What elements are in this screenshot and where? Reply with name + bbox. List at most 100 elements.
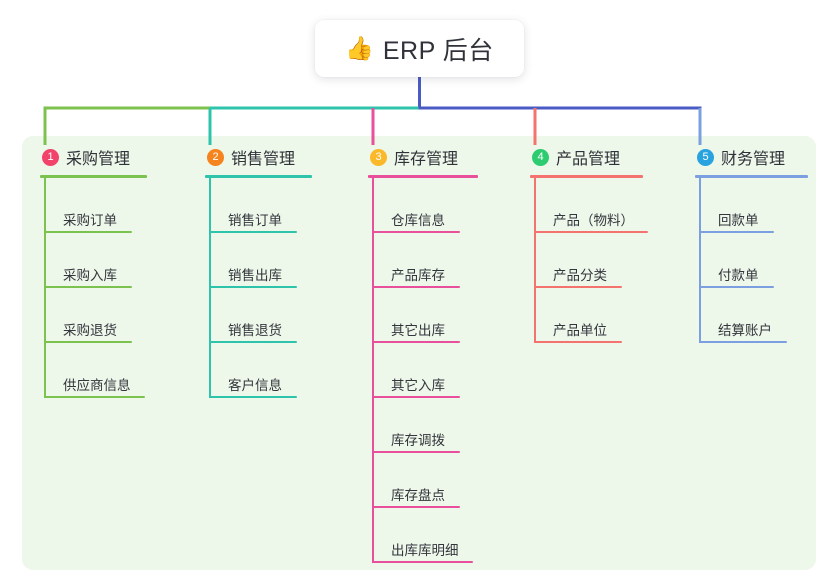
branch-item-underline bbox=[44, 341, 132, 343]
branch-item[interactable]: 产品单位 bbox=[530, 288, 643, 343]
branch-spine bbox=[534, 178, 536, 343]
branch-item[interactable]: 采购订单 bbox=[40, 178, 147, 233]
branch-item-label: 产品分类 bbox=[553, 268, 607, 283]
root-node[interactable]: 👍 ERP 后台 bbox=[315, 20, 524, 77]
branch-item[interactable]: 其它出库 bbox=[368, 288, 478, 343]
branch-item-list: 产品（物料） 产品分类产品单位 bbox=[530, 178, 648, 343]
branch-header-4[interactable]: 4 产品管理 bbox=[530, 144, 643, 170]
branch-column-4: 4 产品管理产品（物料） 产品分类产品单位 bbox=[530, 144, 648, 343]
branch-item[interactable]: 产品分类 bbox=[530, 233, 643, 288]
branch-item-underline bbox=[699, 341, 787, 343]
branch-item[interactable]: 仓库信息 bbox=[368, 178, 478, 233]
root-title: ERP 后台 bbox=[382, 36, 494, 65]
branch-item-list: 回款单付款单结算账户 bbox=[695, 178, 808, 343]
branch-underline bbox=[530, 175, 643, 178]
branch-badge-5: 5 bbox=[697, 148, 714, 166]
branch-title: 产品管理 bbox=[556, 151, 621, 168]
branch-item-underline bbox=[699, 286, 774, 288]
branch-column-1: 1 采购管理采购订单采购入库采购退货供应商信息 bbox=[40, 144, 147, 398]
branch-item-underline bbox=[372, 231, 460, 233]
branch-spine bbox=[372, 178, 374, 563]
branch-item-underline bbox=[209, 231, 297, 233]
branch-item[interactable]: 出库库明细 bbox=[368, 508, 478, 563]
branch-item[interactable]: 销售退货 bbox=[205, 288, 312, 343]
branch-item[interactable]: 库存盘点 bbox=[368, 453, 478, 508]
branch-item-label: 出库库明细 bbox=[391, 543, 459, 558]
branch-item-label: 产品库存 bbox=[391, 268, 445, 283]
branch-badge-4: 4 bbox=[532, 148, 549, 166]
branch-item-underline bbox=[209, 286, 297, 288]
branch-item-label: 库存盘点 bbox=[391, 488, 445, 503]
branch-item-label: 供应商信息 bbox=[63, 378, 131, 393]
branch-item-underline bbox=[44, 231, 132, 233]
branch-badge-2: 2 bbox=[207, 148, 224, 166]
branch-item[interactable]: 其它入库 bbox=[368, 343, 478, 398]
branch-header-5[interactable]: 5 财务管理 bbox=[695, 144, 808, 170]
branch-underline bbox=[695, 175, 808, 178]
branch-item-label: 采购退货 bbox=[63, 323, 117, 338]
branch-item[interactable]: 供应商信息 bbox=[40, 343, 147, 398]
branch-item[interactable]: 产品（物料） bbox=[530, 178, 648, 233]
branch-item-label: 客户信息 bbox=[228, 378, 282, 393]
branch-title: 销售管理 bbox=[231, 151, 296, 168]
branch-header-1[interactable]: 1 采购管理 bbox=[40, 144, 147, 170]
branch-item-underline bbox=[372, 341, 460, 343]
branch-item-underline bbox=[372, 451, 460, 453]
branch-item-label: 其它入库 bbox=[391, 378, 445, 393]
branch-column-2: 2 销售管理销售订单销售出库销售退货客户信息 bbox=[205, 144, 312, 398]
branch-title: 采购管理 bbox=[66, 151, 131, 168]
branch-item[interactable]: 客户信息 bbox=[205, 343, 312, 398]
branch-item-underline bbox=[44, 286, 132, 288]
branch-item-underline bbox=[534, 231, 648, 233]
branch-item-label: 仓库信息 bbox=[391, 213, 445, 228]
branch-item-label: 销售出库 bbox=[228, 268, 282, 283]
branch-item-underline bbox=[372, 286, 460, 288]
branch-item-label: 其它出库 bbox=[391, 323, 445, 338]
branch-item-label: 采购订单 bbox=[63, 213, 117, 228]
branch-spine bbox=[44, 178, 46, 398]
branch-item-underline bbox=[372, 506, 460, 508]
branch-badge-1: 1 bbox=[42, 148, 59, 166]
branch-item-label: 回款单 bbox=[718, 213, 759, 228]
branch-item[interactable]: 回款单 bbox=[695, 178, 808, 233]
branch-item[interactable]: 销售订单 bbox=[205, 178, 312, 233]
branch-item-list: 仓库信息产品库存其它出库其它入库库存调拨库存盘点出库库明细 bbox=[368, 178, 478, 563]
branch-item[interactable]: 付款单 bbox=[695, 233, 808, 288]
branch-item[interactable]: 销售出库 bbox=[205, 233, 312, 288]
branch-item[interactable]: 产品库存 bbox=[368, 233, 478, 288]
branch-item-list: 销售订单销售出库销售退货客户信息 bbox=[205, 178, 312, 398]
branch-item-label: 产品单位 bbox=[553, 323, 607, 338]
branch-item-underline bbox=[209, 341, 297, 343]
branch-item-label: 销售订单 bbox=[228, 213, 282, 228]
branch-item-underline bbox=[44, 396, 145, 398]
branches-panel bbox=[22, 136, 816, 570]
branch-header-2[interactable]: 2 销售管理 bbox=[205, 144, 312, 170]
branch-item-underline bbox=[209, 396, 297, 398]
branch-spine bbox=[699, 178, 701, 343]
branch-title: 库存管理 bbox=[394, 151, 459, 168]
branch-item-underline bbox=[699, 231, 774, 233]
branch-item-label: 结算账户 bbox=[718, 323, 772, 338]
branch-item-label: 库存调拨 bbox=[391, 433, 445, 448]
branch-item-underline bbox=[372, 561, 473, 563]
branch-item-underline bbox=[534, 341, 622, 343]
branch-item[interactable]: 库存调拨 bbox=[368, 398, 478, 453]
branch-item-underline bbox=[534, 286, 622, 288]
branch-item-label: 产品（物料） bbox=[553, 213, 634, 228]
thumbs-up-icon: 👍 bbox=[345, 35, 374, 61]
branch-item-label: 销售退货 bbox=[228, 323, 282, 338]
branch-spine bbox=[209, 178, 211, 398]
branch-item[interactable]: 采购退货 bbox=[40, 288, 147, 343]
branch-underline bbox=[205, 175, 312, 178]
branch-item-label: 付款单 bbox=[718, 268, 759, 283]
branch-item-list: 采购订单采购入库采购退货供应商信息 bbox=[40, 178, 147, 398]
branch-item[interactable]: 结算账户 bbox=[695, 288, 808, 343]
branch-column-5: 5 财务管理回款单付款单结算账户 bbox=[695, 144, 808, 343]
branch-title: 财务管理 bbox=[721, 151, 786, 168]
branch-item[interactable]: 采购入库 bbox=[40, 233, 147, 288]
branch-underline bbox=[40, 175, 147, 178]
branch-underline bbox=[368, 175, 478, 178]
